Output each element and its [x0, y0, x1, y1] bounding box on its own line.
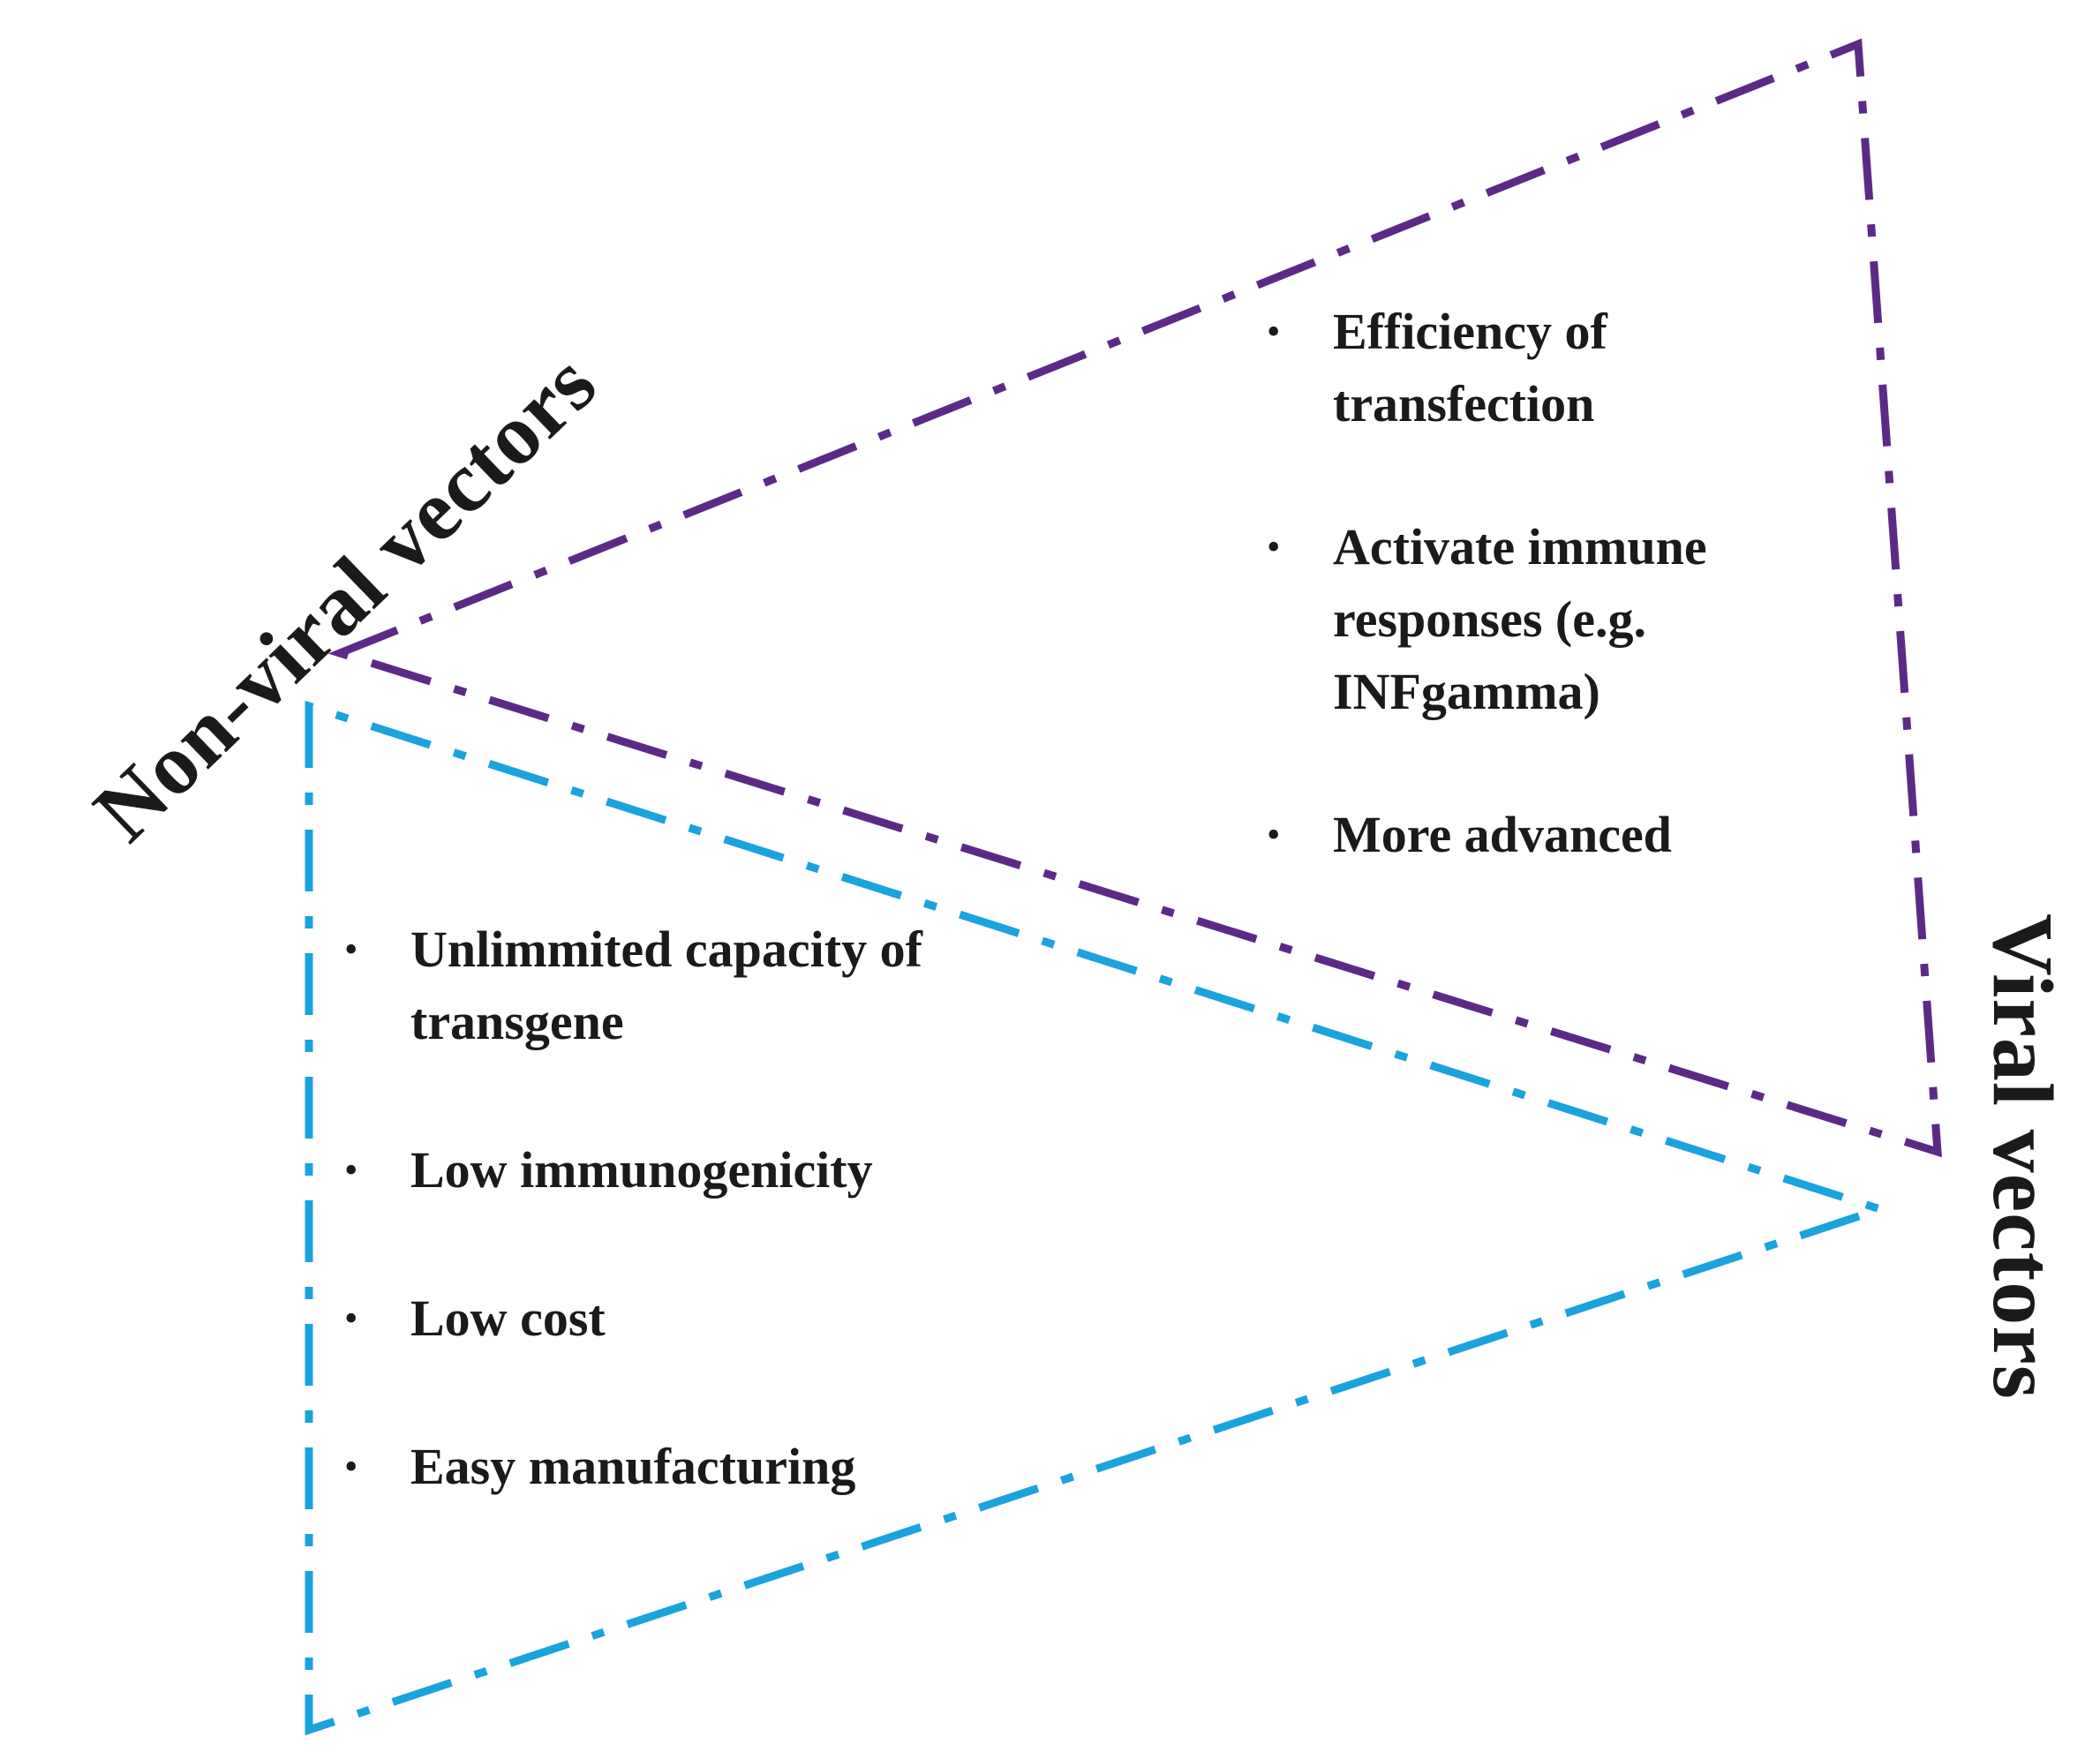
non-viral-feature-item: Low immunogenicity	[344, 1134, 1050, 1206]
viral-features-list: Efficiency of transfection Activate immu…	[1267, 296, 1832, 871]
viral-feature-item: Activate immune responses (e.g. INFgamma…	[1267, 511, 1832, 728]
viral-feature-item: Efficiency of transfection	[1267, 296, 1832, 440]
non-viral-feature-item: Easy manufacturing	[344, 1431, 1050, 1503]
non-viral-features-list: Unlimmited capacity of transgene Low imm…	[344, 913, 1050, 1503]
viral-feature-item: More advanced	[1267, 799, 1832, 871]
non-viral-triangle	[305, 700, 1893, 1736]
non-viral-feature-item: Low cost	[344, 1282, 1050, 1355]
viral-vectors-label: Viral vectors	[1975, 913, 2070, 1400]
non-viral-feature-item: Unlimmited capacity of transgene	[344, 913, 1050, 1058]
viral-triangle	[327, 38, 1942, 1158]
